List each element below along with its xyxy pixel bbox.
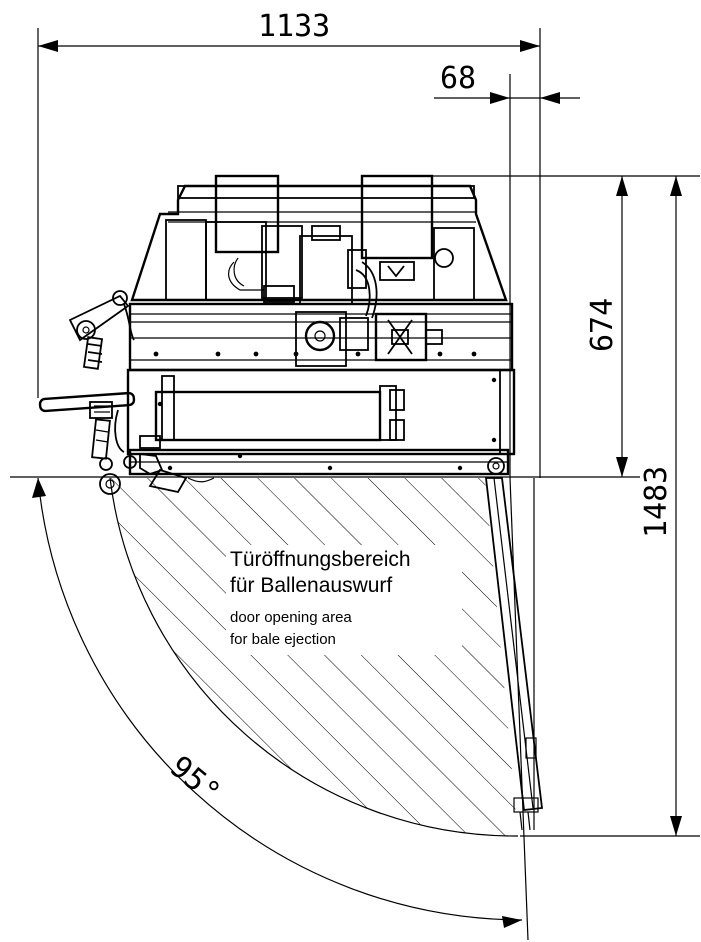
door-area-title-de-line1: Türöffnungsbereich xyxy=(230,548,411,571)
door-area-title-en-line2: for bale ejection xyxy=(230,631,336,648)
door-area-labels: Türöffnungsbereich für Ballenauswurf doo… xyxy=(230,548,411,648)
dimension-1483-label: 1483 xyxy=(639,466,674,538)
door-area-title-en-line1: door opening area xyxy=(230,609,352,626)
dimension-674-label: 674 xyxy=(585,298,620,352)
dimension-68-label: 68 xyxy=(440,61,476,96)
dimension-offset: 68 xyxy=(434,61,580,104)
tank-right xyxy=(360,174,434,260)
extension-lines xyxy=(10,28,700,941)
dimension-machine-depth: 674 xyxy=(585,176,628,477)
door-opening-area xyxy=(109,477,519,837)
dimension-total-depth: 1483 xyxy=(639,176,682,836)
lower-body xyxy=(126,368,516,456)
door-area-title-de-line2: für Ballenauswurf xyxy=(230,574,392,597)
dimension-1133-label: 1133 xyxy=(258,9,330,44)
tank-left xyxy=(214,174,280,254)
door-area-label-background xyxy=(226,545,462,655)
dimension-overall-width: 1133 xyxy=(38,9,540,52)
bale-door xyxy=(484,477,544,831)
baler-machine xyxy=(38,174,516,495)
dimension-95-label: 95° xyxy=(163,749,227,811)
